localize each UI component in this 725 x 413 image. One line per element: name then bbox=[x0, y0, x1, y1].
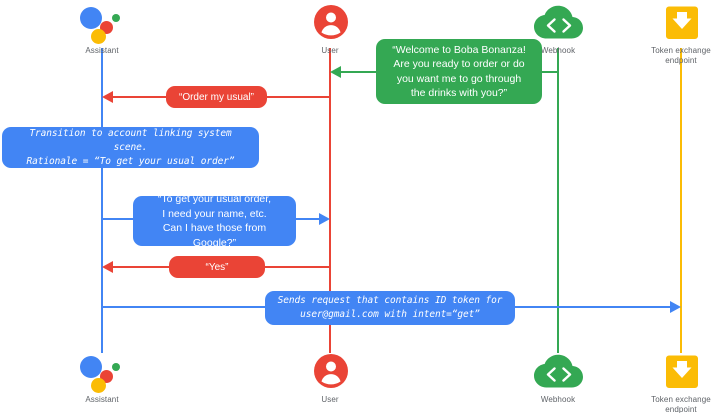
actor-label-user: User bbox=[321, 395, 339, 404]
arrow-head-yes bbox=[102, 261, 113, 273]
message-bubble-need-your-name[interactable]: “To get your usual order, I need your na… bbox=[133, 193, 296, 249]
assistant-dot-blue bbox=[80, 7, 102, 29]
actor-label-assistant: Assistant bbox=[85, 395, 119, 404]
arrow-head-order-my-usual bbox=[102, 91, 113, 103]
assistant-dot-green bbox=[112, 363, 120, 371]
actor-label-assistant: Assistant bbox=[85, 46, 119, 55]
actor-token-endpoint-bottom[interactable]: Token exchange endpoint bbox=[626, 352, 725, 413]
google-assistant-icon bbox=[47, 352, 157, 393]
actor-token-endpoint-top[interactable]: Token exchange endpoint bbox=[626, 3, 725, 66]
actor-webhook-bottom[interactable]: Webhook bbox=[503, 352, 613, 405]
arrow-head-need-your-name bbox=[319, 213, 330, 225]
actor-label-token-endpoint: Token exchange endpoint bbox=[651, 46, 711, 65]
cloud-code-glyph bbox=[534, 5, 583, 39]
lifeline-assistant bbox=[101, 48, 103, 353]
lifeline-user bbox=[329, 48, 331, 353]
assistant-dot-green bbox=[112, 14, 120, 22]
assistant-dot-yellow bbox=[91, 378, 106, 393]
actor-label-webhook: Webhook bbox=[540, 395, 576, 404]
message-note-transition[interactable]: Transition to account linking system sce… bbox=[2, 127, 259, 168]
assistant-dot-blue bbox=[80, 356, 102, 378]
user-avatar-glyph bbox=[314, 354, 348, 388]
download-box-glyph bbox=[666, 6, 698, 39]
actor-user-top[interactable]: User bbox=[275, 3, 385, 56]
actor-user-bottom[interactable]: User bbox=[275, 352, 385, 405]
download-box-icon bbox=[626, 352, 725, 392]
lifeline-token-endpoint bbox=[680, 48, 682, 353]
actor-webhook-top[interactable]: Webhook bbox=[503, 3, 613, 56]
download-box-glyph bbox=[666, 355, 698, 388]
message-bubble-order-my-usual[interactable]: “Order my usual” bbox=[166, 86, 267, 108]
actor-label-webhook: Webhook bbox=[540, 46, 576, 55]
google-assistant-icon bbox=[47, 3, 157, 44]
user-avatar-icon bbox=[275, 3, 385, 43]
arrow-head-sends-request bbox=[670, 301, 681, 313]
user-avatar-icon bbox=[275, 352, 385, 392]
cloud-code-icon bbox=[503, 3, 613, 43]
download-box-icon bbox=[626, 3, 725, 43]
actor-label-token-endpoint: Token exchange endpoint bbox=[651, 395, 711, 413]
assistant-dot-yellow bbox=[91, 29, 106, 44]
message-bubble-yes[interactable]: “Yes” bbox=[169, 256, 265, 278]
message-bubble-welcome[interactable]: “Welcome to Boba Bonanza! Are you ready … bbox=[376, 39, 542, 104]
cloud-code-icon bbox=[503, 352, 613, 392]
arrow-head-welcome bbox=[330, 66, 341, 78]
lifeline-webhook bbox=[557, 48, 559, 353]
user-avatar-glyph bbox=[314, 5, 348, 39]
message-note-sends-request[interactable]: Sends request that contains ID token for… bbox=[265, 291, 515, 325]
actor-assistant-top[interactable]: Assistant bbox=[47, 3, 157, 56]
actor-label-user: User bbox=[321, 46, 339, 55]
cloud-code-glyph bbox=[534, 354, 583, 388]
actor-assistant-bottom[interactable]: Assistant bbox=[47, 352, 157, 405]
